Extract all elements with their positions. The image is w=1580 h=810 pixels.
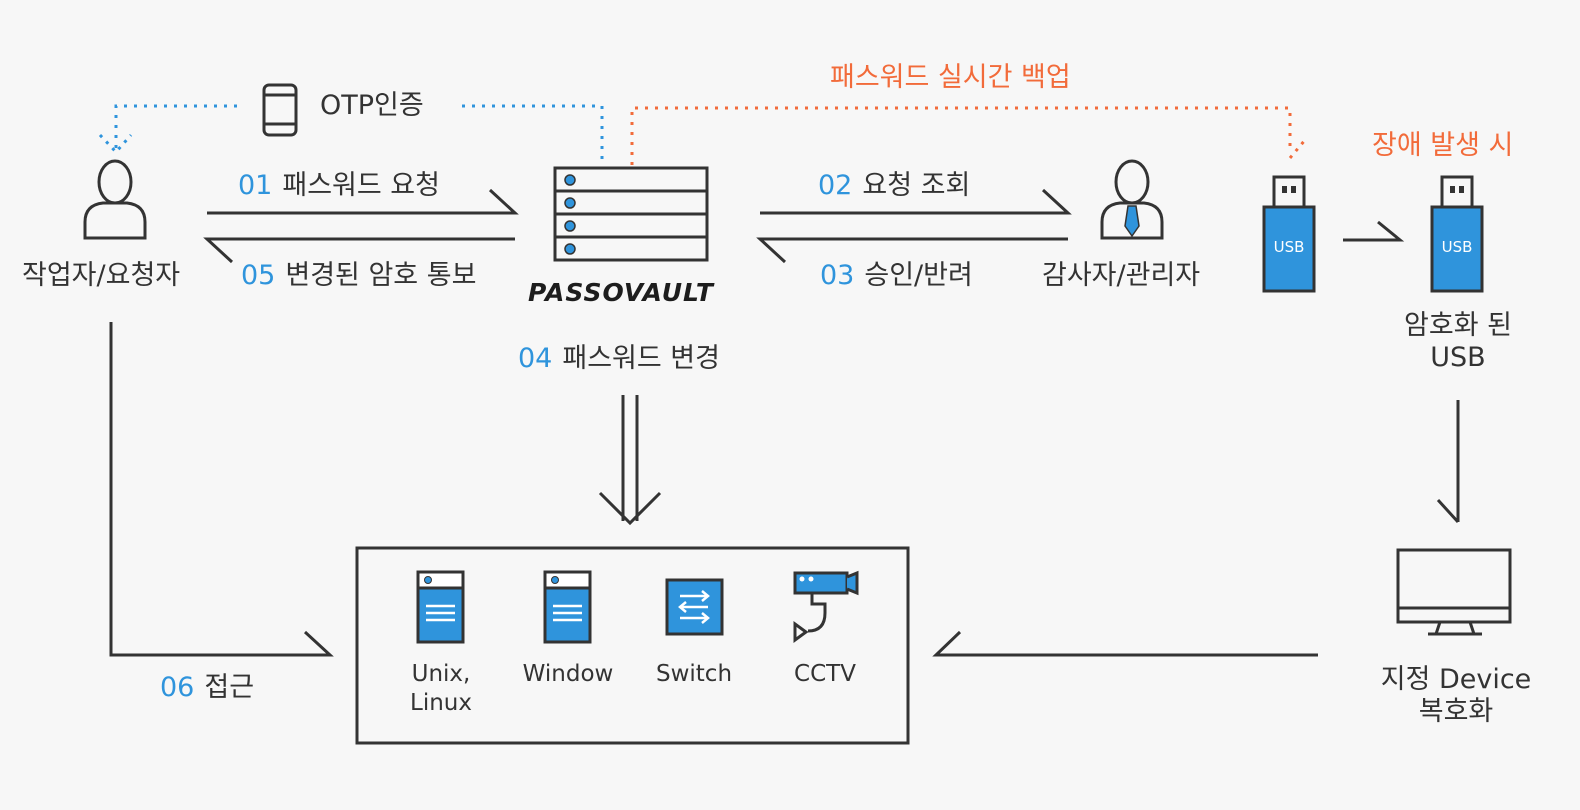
step-06-text: 접근 xyxy=(204,672,255,703)
usb-copy-arrow xyxy=(1343,220,1405,242)
step-06-label: 06 접근 xyxy=(160,672,254,704)
request-arrows-right xyxy=(756,188,1072,264)
requester-label: 작업자/요청자 xyxy=(22,260,181,291)
backup-connector xyxy=(630,106,1292,165)
step-02-text: 요청 조회 xyxy=(862,170,971,201)
switch-label: Switch xyxy=(655,661,733,687)
failure-label: 장애 발생 시 xyxy=(1372,130,1514,161)
password-change-double-arrow xyxy=(598,395,662,526)
auditor-person-icon xyxy=(1100,159,1164,240)
requester-person-icon xyxy=(83,159,147,240)
restore-label-line1: 지정 Device xyxy=(1380,664,1532,695)
logo-text: PASSOVAULT xyxy=(528,278,714,307)
encrypted-usb-label-line2: USB xyxy=(1430,342,1486,374)
otp-connector xyxy=(114,104,604,165)
window-server-icon xyxy=(543,570,592,644)
step-05-number: 05 xyxy=(241,260,276,291)
usb-drive-icon xyxy=(1262,175,1316,293)
unix-label-line2: Linux xyxy=(410,689,472,716)
server-stack-icon xyxy=(553,166,709,262)
encrypted-usb-label-line1: 암호화 된 xyxy=(1404,310,1512,341)
step-04-number: 04 xyxy=(518,343,553,374)
step-01-number: 01 xyxy=(238,170,273,201)
step-03-number: 03 xyxy=(820,260,855,291)
passovault-logo: PASSOVAULT xyxy=(528,278,714,308)
otp-label: OTP인증 xyxy=(320,90,424,121)
unix-linux-label: Unix, Linux xyxy=(410,660,472,718)
request-arrows-left xyxy=(203,188,519,264)
usb-drive-badge: USB xyxy=(1274,238,1305,256)
usb-to-device-arrow xyxy=(1436,400,1460,524)
restore-device-label: 지정 Device 복호화 xyxy=(1381,664,1532,729)
monitor-icon xyxy=(1396,548,1512,636)
step-01-text: 패스워드 요청 xyxy=(282,170,440,201)
otp-connector-arrowhead xyxy=(98,133,133,155)
step-03-label: 03 승인/반려 xyxy=(820,260,973,292)
window-label: Window xyxy=(522,661,614,687)
step-02-number: 02 xyxy=(818,170,853,201)
restore-label-line2: 복호화 xyxy=(1418,696,1494,728)
backup-label: 패스워드 실시간 백업 xyxy=(830,62,1071,93)
step-05-text: 변경된 암호 통보 xyxy=(285,260,477,291)
step-04-label: 04 패스워드 변경 xyxy=(518,343,720,375)
unix-label-line1: Unix, xyxy=(411,661,471,687)
network-switch-icon xyxy=(665,578,724,636)
access-connector xyxy=(109,322,334,657)
encrypted-usb-badge: USB xyxy=(1442,238,1473,256)
auditor-label: 감사자/관리자 xyxy=(1042,260,1201,291)
unix-server-icon xyxy=(416,570,465,644)
backup-connector-arrowhead xyxy=(1288,139,1307,159)
step-06-number: 06 xyxy=(160,672,195,703)
step-04-text: 패스워드 변경 xyxy=(562,343,720,374)
encrypted-usb-drive-icon xyxy=(1430,175,1484,293)
step-02-label: 02 요청 조회 xyxy=(818,170,970,202)
step-03-text: 승인/반려 xyxy=(864,260,973,291)
device-to-systems-arrow xyxy=(932,630,1318,657)
encrypted-usb-label: 암호화 된 USB xyxy=(1404,310,1512,375)
cctv-label: CCTV xyxy=(794,661,856,687)
target-systems-box xyxy=(355,546,910,745)
mobile-phone-icon xyxy=(262,83,298,137)
step-01-label: 01 패스워드 요청 xyxy=(238,170,440,202)
cctv-camera-icon xyxy=(793,570,859,643)
step-05-label: 05 변경된 암호 통보 xyxy=(241,260,476,292)
